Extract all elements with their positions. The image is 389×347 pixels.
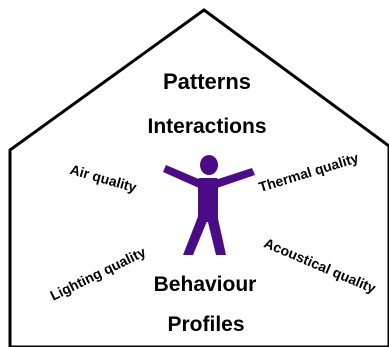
person-icon [163,155,255,255]
profiles-label: Profiles [167,313,244,336]
interactions-label: Interactions [147,115,266,138]
behaviour-label: Behaviour [154,273,257,296]
patterns-label: Patterns [163,69,251,94]
